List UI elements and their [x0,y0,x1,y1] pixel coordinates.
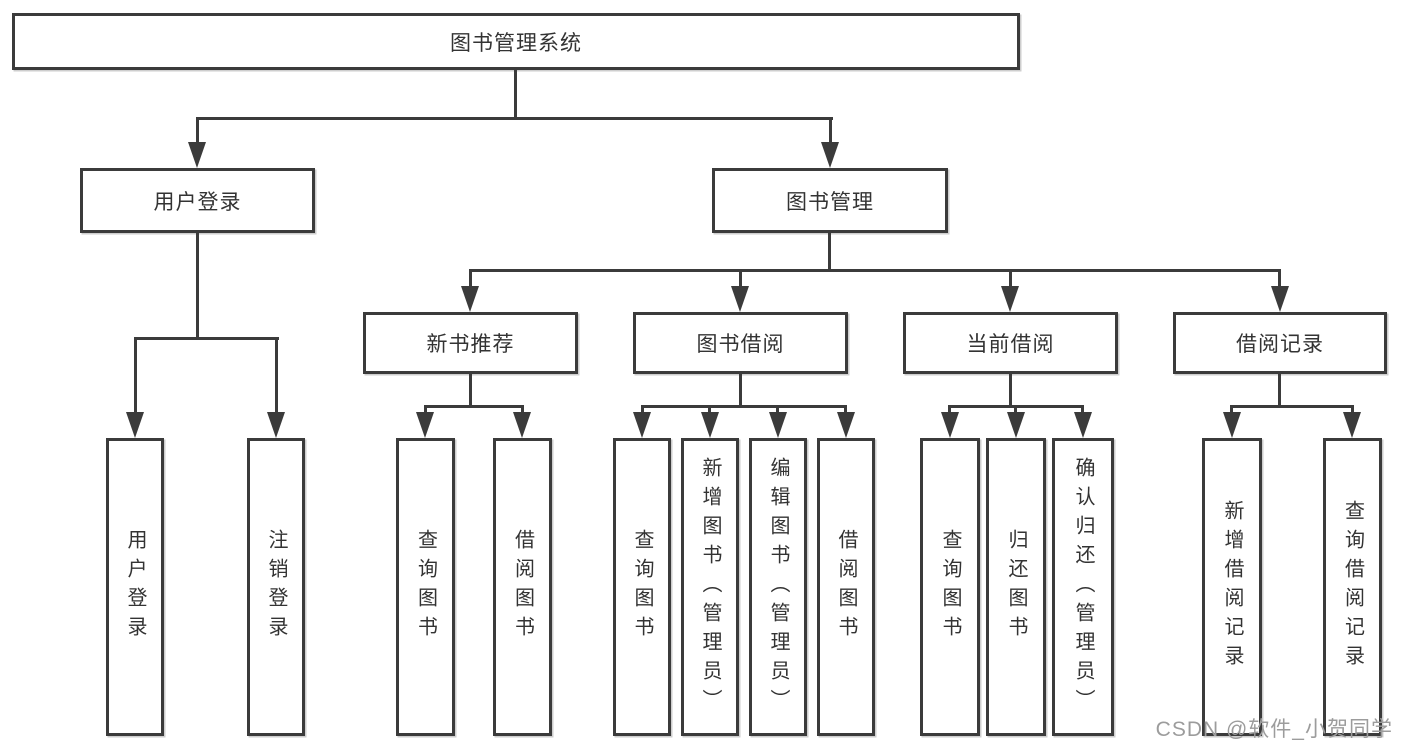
connector-line [641,405,644,415]
arrow-down-icon [461,286,479,312]
leaf-query-books-recommend: 查询图书 [396,438,455,736]
arrow-down-icon [769,412,787,438]
connector-line [196,117,199,145]
leaf-add-books-admin: 新增图书（管理员） [681,438,739,736]
connector-line [469,374,472,408]
arrow-down-icon [821,142,839,168]
arrow-down-icon [1343,412,1361,438]
connector-line [1278,269,1281,289]
connector-line [1009,374,1012,408]
arrow-down-icon [1223,412,1241,438]
arrow-down-icon [633,412,651,438]
connector-line [196,117,833,120]
connector-line [641,405,847,408]
leaf-label: 用户登录 [124,529,146,645]
leaf-label: 查询借阅记录 [1341,500,1364,674]
leaf-query-books-borrow: 查询图书 [613,438,671,736]
leaf-query-books-current: 查询图书 [920,438,980,736]
leaf-label: 确认归还（管理员） [1072,456,1094,718]
connector-line [424,405,427,415]
arrow-down-icon [1271,286,1289,312]
node-borrow-records: 借阅记录 [1173,312,1387,374]
leaf-borrow-books-borrow: 借阅图书 [817,438,875,736]
leaf-label: 编辑图书（管理员） [767,456,789,718]
connector-line [424,405,524,408]
connector-line [739,374,742,408]
arrow-down-icon [701,412,719,438]
arrow-down-icon [513,412,531,438]
node-label: 图书借阅 [696,333,785,356]
leaf-return-books: 归还图书 [986,438,1046,736]
leaf-edit-books-admin: 编辑图书（管理员） [749,438,807,736]
arrow-down-icon [1001,286,1019,312]
leaf-add-borrow-record: 新增借阅记录 [1202,438,1262,736]
connector-line [469,269,1281,272]
connector-line [275,337,278,414]
connector-line [134,337,279,340]
connector-line [1081,405,1084,415]
arrow-down-icon [941,412,959,438]
arrow-down-icon [1074,412,1092,438]
connector-line [1009,269,1012,289]
connector-line [739,269,742,289]
leaf-logout: 注销登录 [247,438,305,736]
connector-line [1230,405,1354,408]
leaf-borrow-books-recommend: 借阅图书 [493,438,552,736]
node-library-management-system: 图书管理系统 [12,13,1020,70]
connector-line [1278,374,1281,408]
arrow-down-icon [837,412,855,438]
leaf-confirm-return-admin: 确认归还（管理员） [1052,438,1114,736]
connector-line [844,405,847,415]
connector-line [1230,405,1233,415]
connector-line [514,69,517,119]
connector-line [134,337,137,414]
connector-line [196,233,199,339]
csdn-watermark: CSDN @软件_小贺同学 [1155,718,1393,741]
node-label: 新书推荐 [426,333,515,356]
node-book-management: 图书管理 [712,168,948,233]
node-new-book-recommend: 新书推荐 [363,312,578,374]
arrow-down-icon [267,412,285,438]
leaf-query-borrow-record: 查询借阅记录 [1323,438,1382,736]
leaf-label: 借阅图书 [511,529,534,645]
connector-line [776,405,779,415]
node-label: 当前借阅 [966,333,1055,356]
arrow-down-icon [188,142,206,168]
connector-line [829,117,832,145]
connector-line [708,405,711,415]
leaf-label: 查询图书 [631,529,653,645]
leaf-label: 借阅图书 [835,529,857,645]
connector-line [1014,405,1017,415]
leaf-label: 注销登录 [265,529,287,645]
leaf-label: 归还图书 [1005,529,1027,645]
arrow-down-icon [731,286,749,312]
leaf-label: 新增借阅记录 [1221,500,1243,674]
leaf-label: 查询图书 [939,529,961,645]
connector-line [469,269,472,289]
node-label: 图书管理 [786,190,874,214]
node-user-login: 用户登录 [80,168,315,233]
connector-line [828,233,831,271]
connector-line [521,405,524,415]
node-current-borrow: 当前借阅 [903,312,1118,374]
leaf-label: 新增图书（管理员） [699,456,721,718]
node-label: 图书管理系统 [450,31,582,55]
arrow-down-icon [126,412,144,438]
arrow-down-icon [416,412,434,438]
node-label: 借阅记录 [1236,333,1324,356]
connector-line [1351,405,1354,415]
arrow-down-icon [1007,412,1025,438]
node-label: 用户登录 [153,190,242,214]
leaf-user-login: 用户登录 [106,438,164,736]
connector-line [948,405,951,415]
leaf-label: 查询图书 [414,529,437,645]
node-book-borrow: 图书借阅 [633,312,848,374]
